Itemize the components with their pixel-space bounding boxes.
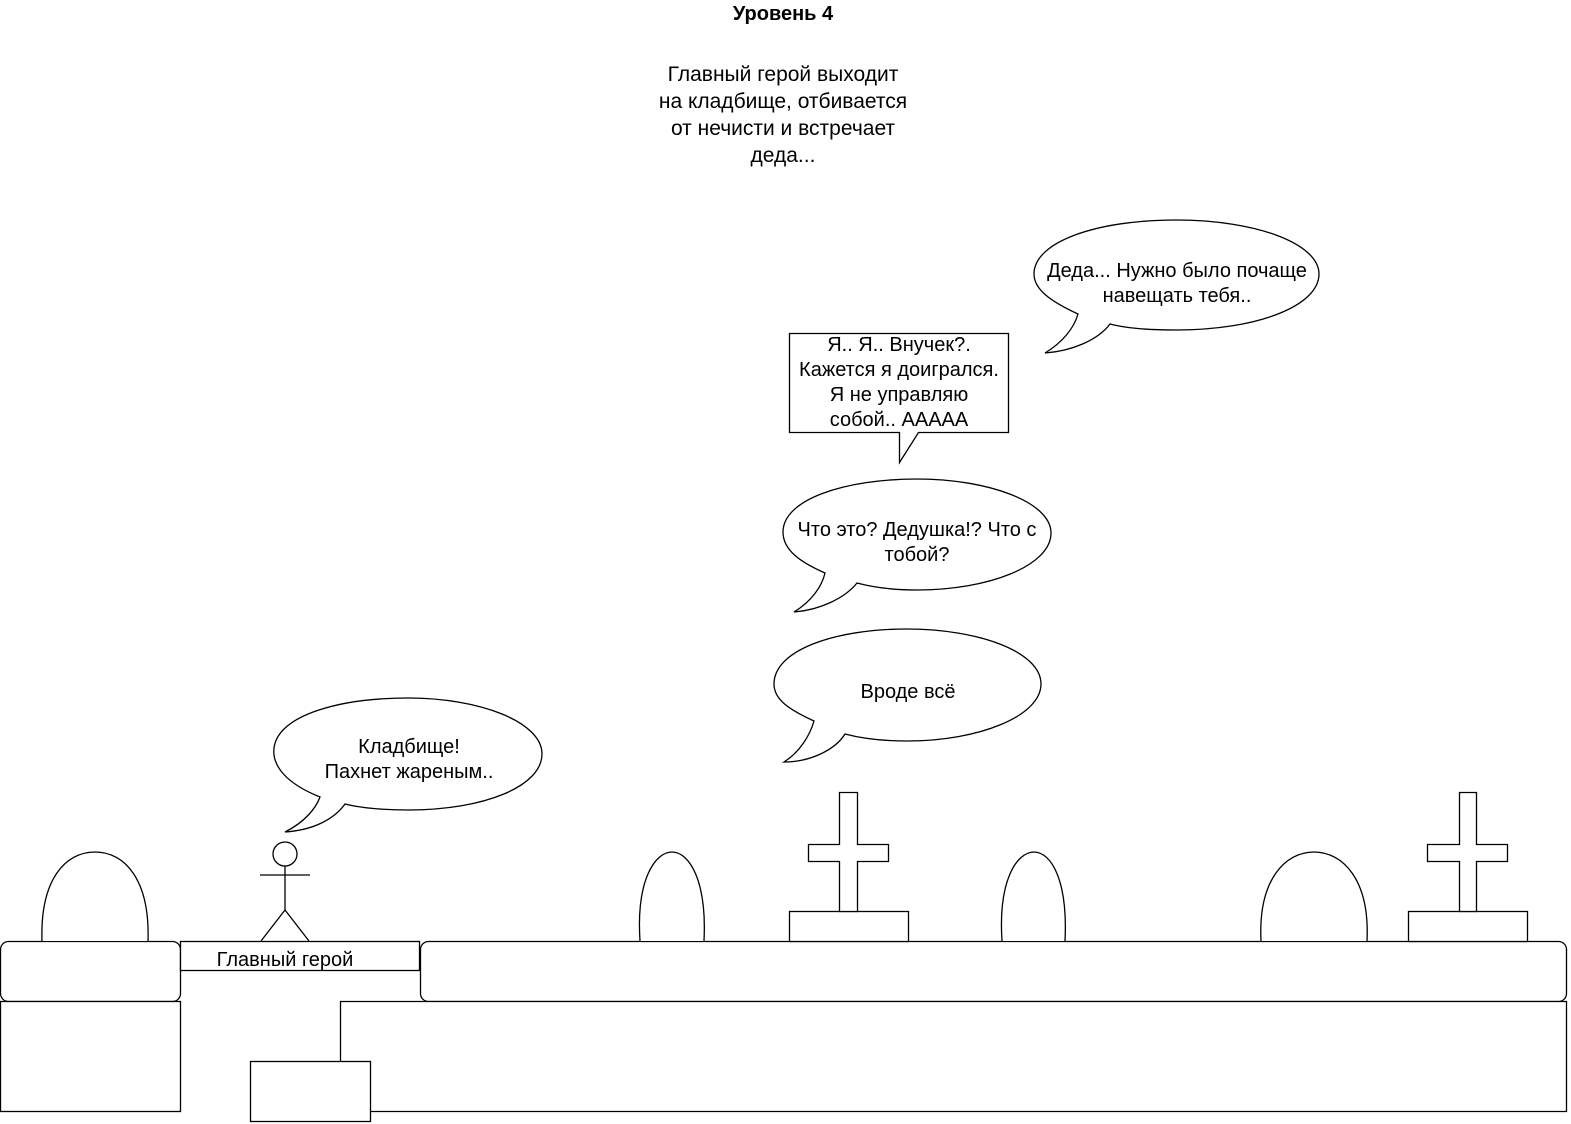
hero-label: Главный герой [216,949,354,971]
page-title: Уровень 4 [732,3,834,25]
speech-bubble-cemetery [273,697,543,833]
bubble-text-cemetery: Кладбище! Пахнет жареным.. [324,736,494,783]
left-platform [0,940,182,1003]
grave-cross-2 [1407,791,1529,943]
bubble-text-what-is-it: Что это? Дедушка!? Что с тобой? [797,519,1037,566]
right-ground-block [339,1000,1568,1113]
hero-platform [179,940,421,972]
speech-bubble-grandpa [1033,219,1320,354]
speech-bubble-seems-all [773,628,1042,763]
left-ground-block [0,1000,182,1113]
speech-callout-grandson [788,332,1010,465]
right-platform [419,940,1568,1003]
tombstone-right [1260,851,1368,942]
bubble-text-seems-all: Вроде всё [860,680,956,703]
callout-text-grandson: Я.. Я.. Внучек?. Кажется я доигрался. Я … [799,334,999,431]
tombstone-middle-1 [638,851,705,942]
speech-bubble-what-is-it [782,478,1052,613]
hero-stick-figure [260,841,310,942]
tombstone-left [41,851,149,942]
small-step-block [249,1060,372,1123]
tombstone-middle-2 [1000,851,1066,942]
bubble-text-grandpa: Деда... Нужно было почаще навещать тебя.… [1047,260,1307,307]
level-description: Главный герой выходит на кладбище, отбив… [658,63,908,167]
grave-cross-1 [788,791,910,943]
